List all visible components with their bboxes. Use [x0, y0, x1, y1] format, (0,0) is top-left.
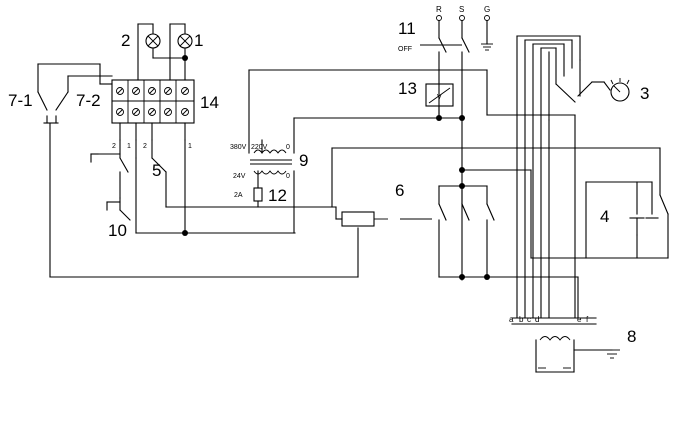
- voltmeter-symbol: V: [437, 94, 442, 101]
- label-2: 2: [121, 31, 130, 50]
- fuse-12: [253, 187, 263, 208]
- label-14: 14: [200, 93, 219, 112]
- switch-7: [37, 63, 359, 278]
- switch-4: [530, 169, 669, 259]
- label-6: 6: [395, 181, 404, 200]
- terminal-label-2b: 2: [143, 143, 147, 150]
- terminal-label-1a: 1: [127, 143, 131, 150]
- contact-switch-10: [106, 157, 296, 236]
- voltage-24-label: 24V: [233, 173, 246, 180]
- phase-g-label: G: [484, 5, 490, 14]
- transformer-8: [511, 317, 620, 373]
- tap-label-f: f: [586, 315, 589, 324]
- label-13: 13: [398, 79, 417, 98]
- secondary-zero-label: 0: [286, 173, 290, 180]
- voltage-380-label: 380V: [230, 144, 247, 151]
- label-9: 9: [299, 151, 308, 170]
- terminal-label-1b: 1: [188, 143, 192, 150]
- label-1: 1: [194, 31, 203, 50]
- terminal-label-2a: 2: [112, 143, 116, 150]
- terminal-block: [111, 79, 195, 141]
- off-label: OFF: [398, 46, 412, 53]
- tap-label-e: e: [577, 315, 582, 324]
- terminal-screws: [116, 87, 189, 116]
- phase-s-label: S: [459, 5, 464, 14]
- indicator-lamp-1: [169, 23, 193, 81]
- label-7-1: 7-1: [8, 91, 33, 110]
- label-11: 11: [398, 19, 416, 38]
- transformer-9: [248, 69, 576, 234]
- tap-label-a: a: [509, 315, 514, 324]
- label-4: 4: [600, 207, 609, 226]
- selector-switch-3: [555, 59, 630, 103]
- label-8: 8: [627, 327, 636, 346]
- label-10: 10: [108, 221, 127, 240]
- voltage-220-label: 220V: [251, 144, 268, 151]
- indicator-lamp-2: [137, 23, 186, 81]
- contact-switch-5: [90, 139, 337, 208]
- primary-zero-label: 0: [286, 144, 290, 151]
- label-5: 5: [152, 161, 161, 180]
- label-12: 12: [268, 186, 287, 205]
- fuse-rating-label: 2A: [234, 192, 243, 199]
- tap-label-c: c: [527, 315, 531, 324]
- label-7-2: 7-2: [76, 91, 101, 110]
- wire-bundle: [516, 35, 581, 319]
- voltmeter-13: [425, 83, 465, 121]
- phase-r-label: R: [436, 5, 442, 14]
- label-3: 3: [640, 84, 649, 103]
- tap-label-d: d: [535, 315, 539, 324]
- contactor-6: [335, 167, 579, 280]
- tap-label-b: b: [519, 315, 524, 324]
